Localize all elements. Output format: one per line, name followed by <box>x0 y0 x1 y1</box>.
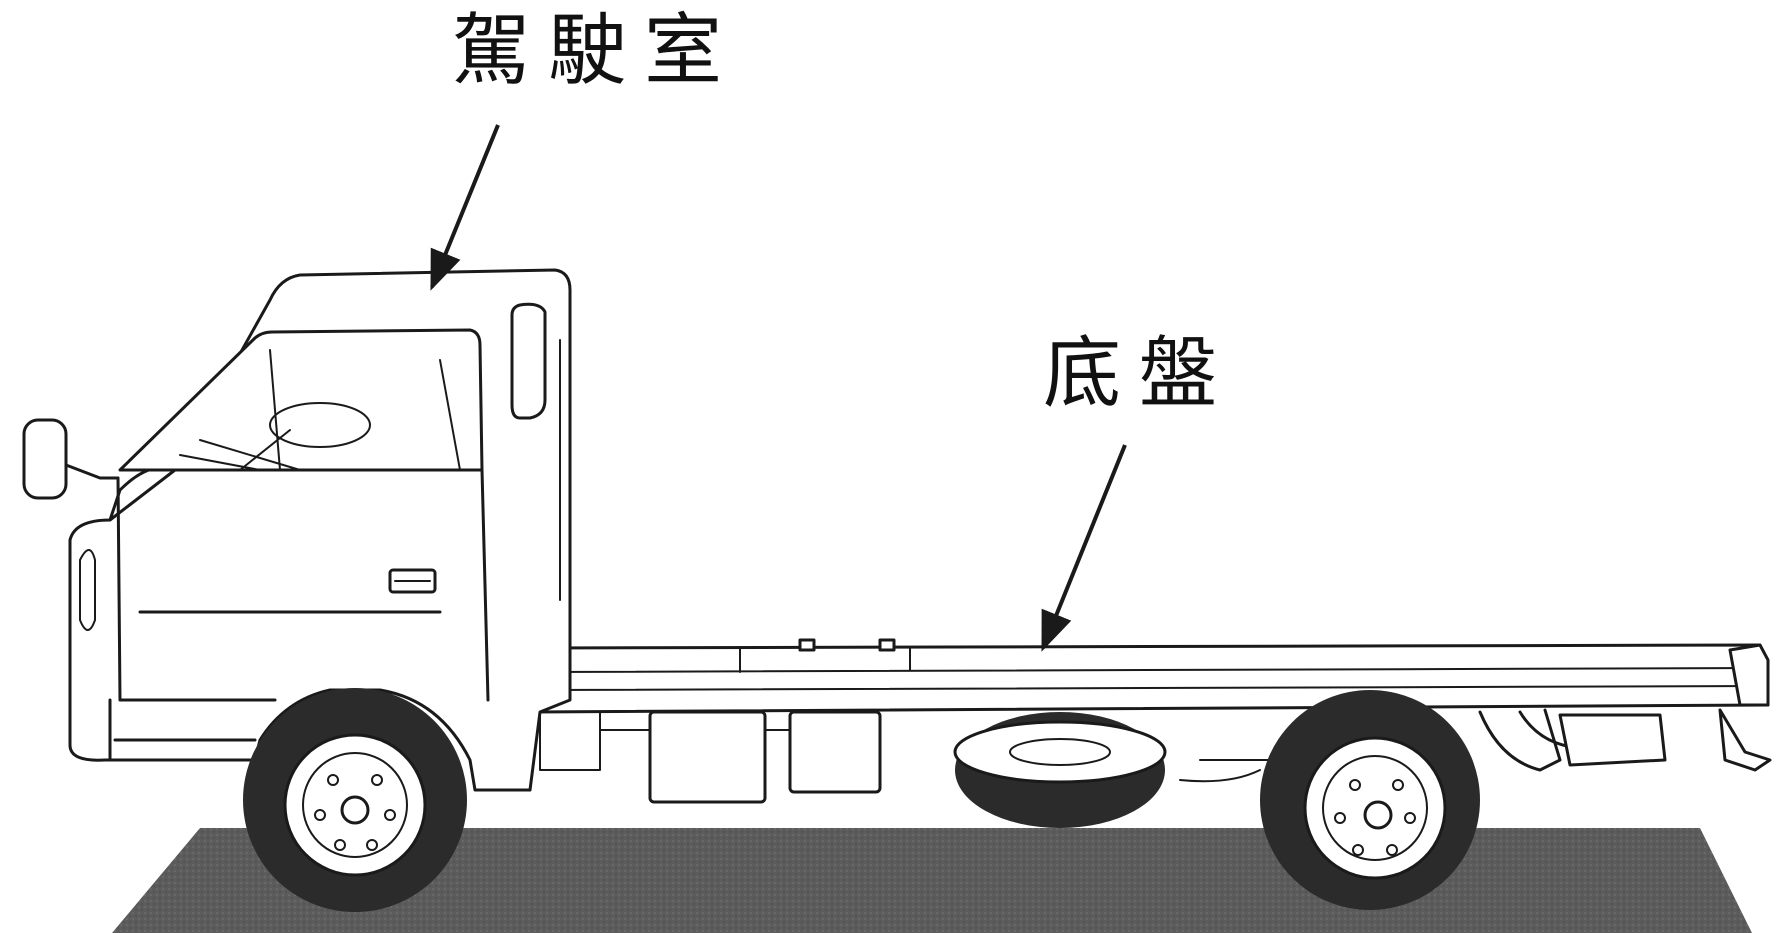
chassis-label: 底盤 <box>1043 329 1236 419</box>
cab-body <box>68 268 572 792</box>
side-boxes <box>648 710 882 804</box>
rear-underbody <box>1179 708 1667 783</box>
chassis-arrow <box>1041 444 1127 652</box>
side-mirror <box>22 418 120 500</box>
chassis-frame <box>533 638 1772 781</box>
rear-wheel <box>1260 690 1480 910</box>
front-wheel <box>243 688 467 912</box>
cab-label: 駕駛室 <box>452 6 741 96</box>
spare-tire <box>953 712 1167 828</box>
cab-arrow <box>430 124 500 291</box>
